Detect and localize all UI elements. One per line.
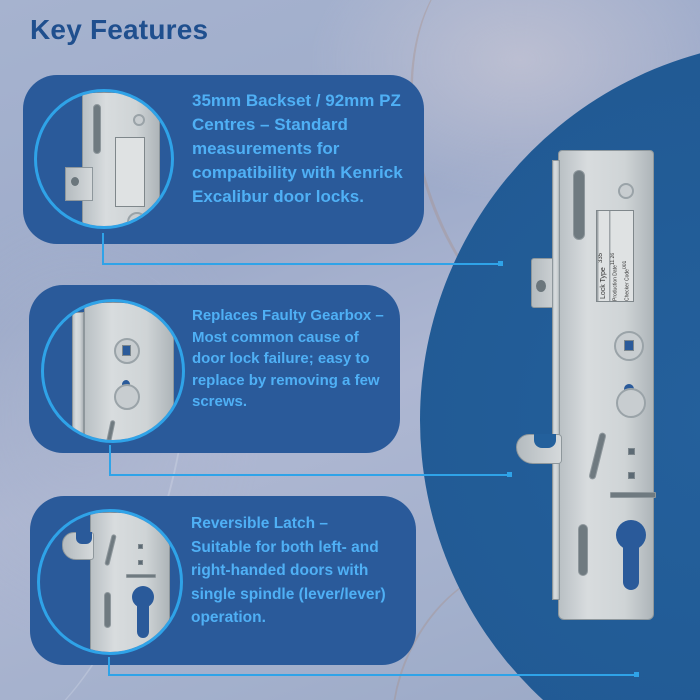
connector-line <box>102 263 500 265</box>
product-backdrop-circle <box>420 40 700 700</box>
connector-dot <box>498 261 503 266</box>
feature-card-reversible-latch: Reversible Latch – Suitable for both lef… <box>30 496 416 665</box>
connector-dot <box>507 472 512 477</box>
feature-text: Replaces Faulty Gearbox – Most common ca… <box>192 307 384 410</box>
connector-line <box>109 474 509 476</box>
feature-thumbnail <box>37 509 183 655</box>
feature-thumbnail <box>41 299 185 443</box>
connector-line <box>102 233 104 264</box>
connector-line <box>108 674 636 676</box>
feature-text: 35mm Backset / 92mm PZ Centres – Standar… <box>192 91 403 206</box>
connector-dot <box>634 672 639 677</box>
feature-text: Reversible Latch – Suitable for both lef… <box>191 515 386 626</box>
feature-card-backset: 35mm Backset / 92mm PZ Centres – Standar… <box>23 75 424 244</box>
feature-card-gearbox: Replaces Faulty Gearbox – Most common ca… <box>29 285 400 453</box>
thumbnail-label <box>115 137 145 207</box>
connector-line <box>108 657 110 675</box>
page-title: Key Features <box>30 14 209 45</box>
connector-line <box>109 445 111 475</box>
feature-thumbnail <box>34 89 174 229</box>
